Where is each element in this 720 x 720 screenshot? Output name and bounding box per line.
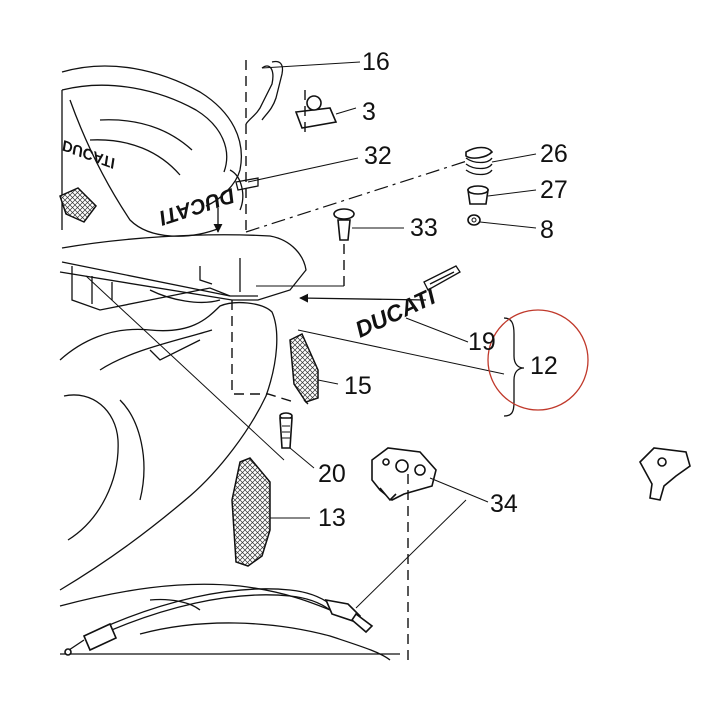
- release-cable: [64, 588, 374, 656]
- grille-part-15: [289, 332, 339, 405]
- latch-hook: [639, 447, 691, 501]
- label-part-13: 13: [318, 504, 346, 532]
- grommet-part-3: [294, 90, 357, 134]
- label-part-32: 32: [364, 142, 392, 170]
- label-part-27: 27: [540, 176, 568, 204]
- decal-part-19: [405, 265, 469, 343]
- seat-logo: DUCATI: [60, 136, 119, 171]
- latch-part-34: [355, 447, 489, 609]
- grille-axis-line: [231, 300, 295, 403]
- decal-part-32: [235, 157, 471, 233]
- label-part-8: 8: [540, 216, 554, 244]
- rear-frame: [245, 60, 361, 235]
- label-part-34: 34: [490, 490, 518, 518]
- bolt-part-20: [85, 275, 315, 469]
- arrow-decal-19: [299, 293, 427, 303]
- vent-grille-part-13: [231, 457, 310, 567]
- seat-emblem: [59, 187, 97, 223]
- label-part-12: 12: [530, 352, 558, 380]
- spring-part-26: [465, 146, 537, 176]
- tail-section: [59, 234, 400, 661]
- label-part-20: 20: [318, 460, 346, 488]
- decal-logo: DUCATI: [351, 283, 440, 343]
- group-bracket: [297, 317, 525, 417]
- bush-part-27: [467, 185, 537, 205]
- label-part-3: 3: [362, 98, 376, 126]
- tail-logo: DUCATI: [155, 183, 237, 229]
- highlight-circle: [487, 309, 589, 411]
- label-part-26: 26: [540, 140, 568, 168]
- label-part-16: 16: [362, 48, 390, 76]
- label-part-15: 15: [344, 372, 372, 400]
- label-part-33: 33: [410, 214, 438, 242]
- screw-part-33: [256, 208, 404, 287]
- label-part-19: 19: [468, 328, 496, 356]
- nut-part-8: [467, 214, 537, 229]
